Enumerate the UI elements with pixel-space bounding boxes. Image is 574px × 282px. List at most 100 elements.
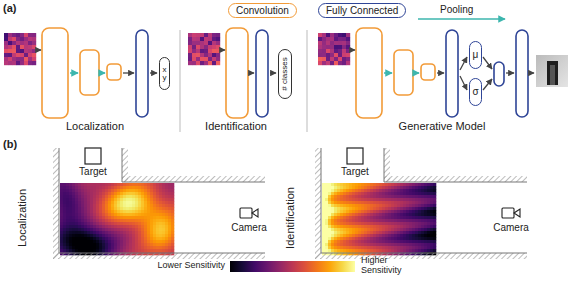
sensitivity-map bbox=[388, 201, 391, 204]
sensitivity-map bbox=[409, 246, 412, 249]
sensitivity-map bbox=[90, 225, 93, 228]
input-patch bbox=[24, 49, 28, 53]
sensitivity-map bbox=[337, 186, 340, 189]
sensitivity-map bbox=[141, 207, 144, 210]
fc-layer bbox=[446, 30, 458, 117]
sensitivity-map bbox=[87, 192, 90, 195]
sensitivity-map bbox=[379, 195, 382, 198]
sensitivity-map bbox=[156, 204, 159, 207]
sensitivity-map bbox=[340, 237, 343, 240]
sensitivity-map bbox=[376, 195, 379, 198]
sensitivity-map bbox=[337, 237, 340, 240]
sensitivity-map bbox=[102, 228, 105, 231]
sensitivity-map bbox=[90, 240, 93, 243]
sensitivity-map bbox=[156, 216, 159, 219]
sensitivity-map bbox=[424, 240, 427, 243]
sensitivity-map bbox=[135, 207, 138, 210]
sensitivity-map bbox=[165, 228, 168, 231]
sensitivity-map bbox=[162, 189, 165, 192]
sensitivity-map bbox=[412, 240, 415, 243]
sensitivity-map bbox=[385, 234, 388, 237]
sensitivity-map bbox=[418, 225, 421, 228]
input-patch bbox=[188, 61, 192, 65]
sensitivity-map bbox=[334, 243, 337, 246]
sensitivity-map bbox=[123, 207, 126, 210]
input-patch bbox=[208, 45, 212, 49]
input-patch bbox=[318, 37, 322, 41]
sensitivity-map bbox=[105, 186, 108, 189]
input-patch bbox=[338, 45, 342, 49]
sensitivity-map bbox=[78, 213, 81, 216]
input-patch bbox=[200, 41, 204, 45]
sensitivity-map bbox=[75, 204, 78, 207]
input-patch bbox=[28, 49, 32, 53]
input-patch bbox=[338, 61, 342, 65]
input-patch bbox=[346, 41, 350, 45]
sensitivity-map bbox=[352, 213, 355, 216]
sensitivity-map bbox=[90, 195, 93, 198]
sensitivity-map bbox=[328, 249, 331, 252]
sensitivity-map bbox=[114, 207, 117, 210]
sensitivity-map bbox=[153, 234, 156, 237]
sensitivity-map bbox=[153, 225, 156, 228]
sensitivity-map bbox=[165, 237, 168, 240]
sensitivity-map bbox=[325, 186, 328, 189]
sensitivity-map bbox=[72, 186, 75, 189]
sensitivity-map bbox=[361, 183, 364, 186]
sensitivity-map bbox=[343, 225, 346, 228]
sensitivity-map bbox=[123, 189, 126, 192]
input-patch bbox=[212, 37, 216, 41]
sensitivity-map bbox=[415, 225, 418, 228]
sensitivity-map bbox=[129, 198, 132, 201]
sensitivity-map bbox=[427, 189, 430, 192]
sensitivity-map bbox=[111, 198, 114, 201]
sensitivity-map bbox=[325, 192, 328, 195]
sensitivity-map bbox=[144, 225, 147, 228]
sensitivity-map bbox=[325, 240, 328, 243]
sensitivity-map bbox=[340, 183, 343, 186]
sensitivity-map bbox=[388, 234, 391, 237]
sensitivity-map bbox=[427, 195, 430, 198]
sensitivity-map bbox=[325, 183, 328, 186]
sensitivity-map bbox=[334, 237, 337, 240]
output-image bbox=[536, 55, 568, 87]
sensitivity-map bbox=[373, 207, 376, 210]
sensitivity-map bbox=[96, 195, 99, 198]
sensitivity-map bbox=[346, 222, 349, 225]
sensitivity-map bbox=[81, 189, 84, 192]
sensitivity-map bbox=[421, 189, 424, 192]
sensitivity-map bbox=[78, 222, 81, 225]
sensitivity-map bbox=[66, 210, 69, 213]
sensitivity-map bbox=[343, 189, 346, 192]
sensitivity-map bbox=[99, 192, 102, 195]
sensitivity-map bbox=[153, 186, 156, 189]
sensitivity-map bbox=[84, 189, 87, 192]
sensitivity-map bbox=[400, 189, 403, 192]
sensitivity-map bbox=[132, 222, 135, 225]
sensitivity-map bbox=[171, 186, 174, 189]
sensitivity-map bbox=[352, 216, 355, 219]
sensitivity-map bbox=[81, 204, 84, 207]
sensitivity-map bbox=[322, 228, 325, 231]
sensitivity-map bbox=[126, 183, 129, 186]
sensitivity-map bbox=[63, 249, 66, 252]
sensitivity-map bbox=[120, 210, 123, 213]
sensitivity-map bbox=[337, 216, 340, 219]
sensitivity-map bbox=[129, 249, 132, 252]
sensitivity-map bbox=[382, 192, 385, 195]
sensitivity-map bbox=[337, 198, 340, 201]
sensitivity-map bbox=[66, 243, 69, 246]
sensitivity-map bbox=[75, 201, 78, 204]
sensitivity-map bbox=[403, 183, 406, 186]
input-patch bbox=[20, 53, 24, 57]
sensitivity-map bbox=[150, 243, 153, 246]
sensitivity-map bbox=[334, 216, 337, 219]
sensitivity-map bbox=[373, 225, 376, 228]
sensitivity-map bbox=[129, 204, 132, 207]
sensitivity-map bbox=[409, 237, 412, 240]
fc-layer bbox=[516, 30, 528, 117]
input-patch bbox=[334, 53, 338, 57]
sensitivity-map bbox=[90, 204, 93, 207]
sensitivity-map bbox=[96, 213, 99, 216]
sensitivity-map bbox=[367, 219, 370, 222]
